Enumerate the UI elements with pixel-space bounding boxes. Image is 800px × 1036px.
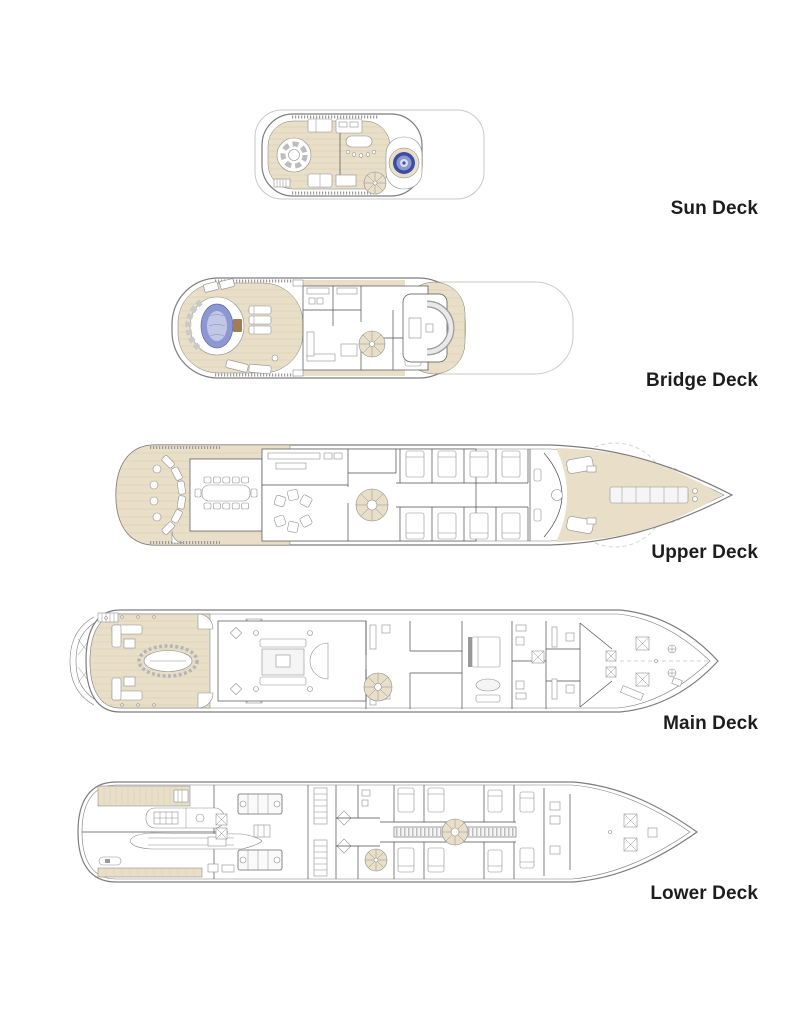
pool-steps bbox=[233, 319, 242, 332]
lower-deck-plan bbox=[77, 781, 699, 883]
guest-cabins bbox=[380, 785, 535, 879]
crew-spiral-staircase bbox=[364, 848, 388, 872]
al-fresco-dining bbox=[189, 458, 263, 532]
spiral-staircase bbox=[441, 818, 469, 846]
anchor-gear bbox=[620, 685, 644, 701]
aft-side-stair bbox=[171, 530, 185, 544]
round-tables bbox=[149, 464, 162, 522]
foredeck-fittings bbox=[566, 456, 698, 534]
beach-club-platform bbox=[97, 785, 203, 878]
main-deck-label: Main Deck bbox=[663, 713, 758, 734]
tender bbox=[145, 807, 225, 829]
main-deck-plan bbox=[69, 609, 719, 713]
bridge-deck-plan bbox=[171, 277, 574, 379]
rescue-boat bbox=[129, 832, 263, 850]
oval-dining-table bbox=[137, 644, 199, 678]
owner-suite bbox=[461, 621, 547, 709]
forward-service-rooms bbox=[546, 622, 617, 708]
jet-ski bbox=[98, 856, 122, 866]
capstan bbox=[692, 488, 698, 494]
upper-deck-label: Upper Deck bbox=[651, 542, 758, 563]
sun-deck-label: Sun Deck bbox=[670, 198, 758, 219]
sun-loungers bbox=[203, 278, 279, 375]
tender-garage bbox=[98, 785, 263, 879]
crew-area bbox=[313, 785, 388, 879]
tender-cradle bbox=[609, 486, 689, 504]
owner-bed bbox=[471, 636, 501, 668]
pantry-lobby bbox=[363, 621, 462, 709]
midship-interior bbox=[261, 448, 563, 542]
hardtop-outline bbox=[254, 109, 485, 200]
aft-deck-l-sofas bbox=[111, 624, 143, 701]
lounge-armchairs bbox=[273, 489, 313, 533]
wheelhouse-console bbox=[402, 293, 455, 363]
engine bbox=[237, 849, 283, 871]
spiral-staircase bbox=[355, 488, 389, 522]
side-stair bbox=[197, 613, 214, 630]
bridge-deck-label: Bridge Deck bbox=[646, 370, 758, 391]
upper-deck-plan bbox=[115, 442, 734, 548]
sun-deck-plan bbox=[254, 109, 485, 200]
engine bbox=[237, 793, 283, 815]
mooring-fittings bbox=[104, 615, 156, 707]
bow-deck bbox=[620, 636, 708, 701]
forward-stores bbox=[543, 788, 658, 876]
lower-deck-label: Lower Deck bbox=[650, 883, 758, 904]
engine-room bbox=[215, 785, 309, 879]
tv-cabinet bbox=[309, 642, 329, 680]
swim-platform bbox=[69, 616, 95, 706]
bow-thruster bbox=[608, 830, 612, 834]
spiral-staircase bbox=[363, 171, 387, 195]
side-stair bbox=[197, 692, 214, 709]
pool bbox=[185, 296, 245, 356]
circular-lounge-seating bbox=[276, 137, 312, 173]
jacuzzi bbox=[385, 136, 423, 190]
bar-with-stools bbox=[345, 135, 377, 158]
curved-sofa bbox=[161, 455, 186, 535]
main-salon bbox=[217, 620, 367, 702]
spiral-staircase bbox=[358, 330, 386, 358]
lobby-spiral-staircase bbox=[363, 672, 393, 702]
observation-lounge bbox=[529, 449, 563, 541]
guest-cabins bbox=[396, 449, 529, 541]
capstan bbox=[692, 496, 698, 502]
sun-pads bbox=[307, 118, 363, 134]
